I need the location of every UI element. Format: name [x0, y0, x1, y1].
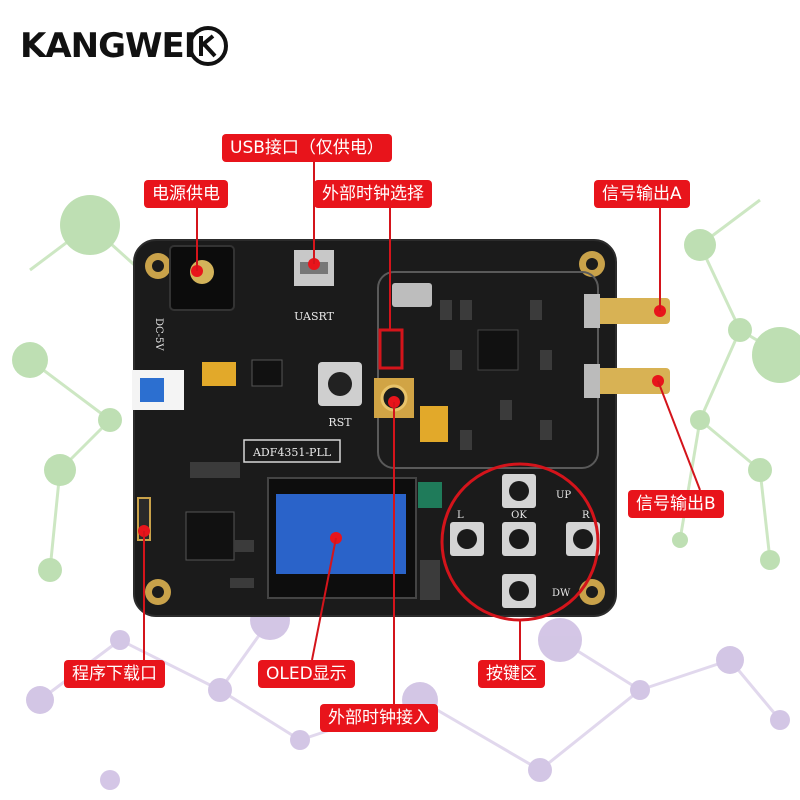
callout-signal-out-a: 信号输出A: [594, 180, 690, 208]
callout-power-supply: 电源供电: [144, 180, 228, 208]
key-right-label: R: [582, 510, 590, 521]
callout-signal-out-b: 信号输出B: [628, 490, 724, 518]
brand-logo: KANGWEI: [20, 26, 196, 66]
key-left-label: L: [457, 510, 464, 521]
brand-badge-icon: [188, 26, 228, 66]
rst-label: RST: [328, 416, 352, 429]
callout-key-area: 按键区: [478, 660, 545, 688]
key-down-label: DW: [552, 588, 571, 599]
key-ok-label: OK: [511, 510, 527, 521]
callout-program-download: 程序下载口: [64, 660, 165, 688]
board-model-label: ADF4351-PLL: [252, 446, 332, 459]
oled-screen: [276, 494, 406, 574]
dc-5v-label: DC-5V: [153, 318, 164, 351]
uasrt-label: UASRT: [294, 310, 335, 323]
pcb-board: ADF4351-PLL DC-5V UASRT RST UP OK L R DW: [132, 239, 670, 617]
callout-ext-clock-in: 外部时钟接入: [320, 704, 438, 732]
callout-usb-port: USB接口（仅供电）: [222, 134, 392, 162]
callout-ext-clock-select: 外部时钟选择: [314, 180, 432, 208]
callout-leaders: [143, 162, 701, 704]
marker-dots: [138, 258, 666, 544]
key-up-label: UP: [556, 490, 571, 501]
callout-oled-display: OLED显示: [258, 660, 355, 688]
background-network: [12, 195, 800, 790]
